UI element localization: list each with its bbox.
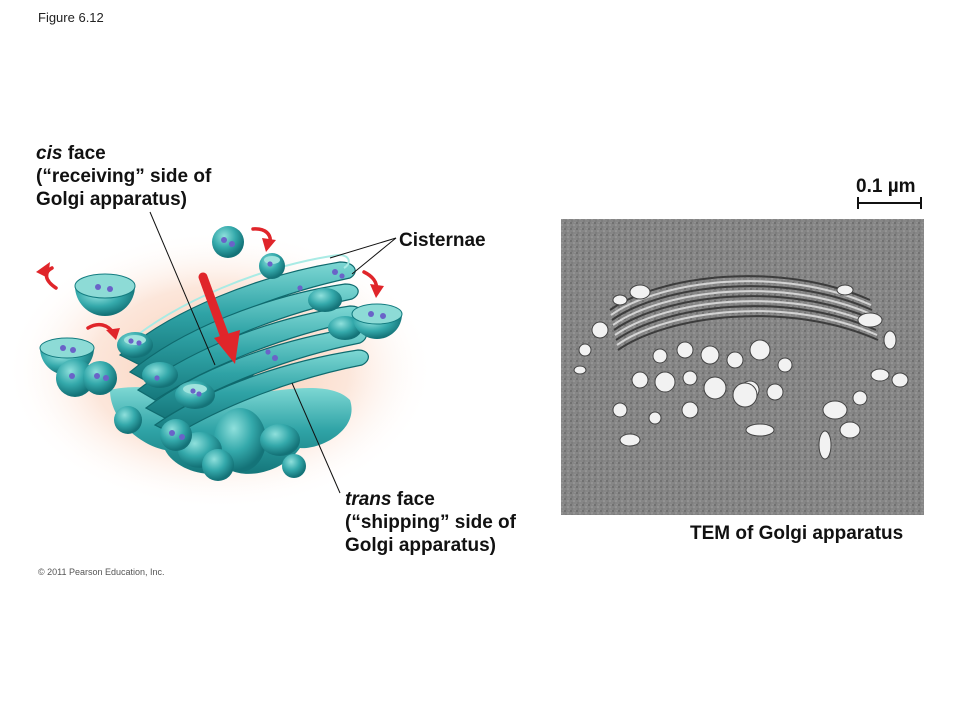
tem-caption: TEM of Golgi apparatus <box>690 523 904 544</box>
leader-lines <box>149 211 397 494</box>
trans-face-label-italic: trans <box>345 489 392 510</box>
trans-face-label-rest: face <box>391 489 435 510</box>
cisternae-stack <box>118 253 369 436</box>
copyright-notice: © 2011 Pearson Education, Inc. <box>38 567 165 577</box>
scale-bar-label: 0.1 µm <box>856 176 916 197</box>
trans-face-label-line2: (“shipping” side of <box>345 512 516 533</box>
cis-face-label-italic: cis <box>36 143 63 164</box>
scale-bar <box>857 197 922 209</box>
trans-face-label-line3: Golgi apparatus) <box>345 535 496 556</box>
cis-leader-line <box>149 211 216 366</box>
cis-face-label: cis face (“receiving” side of Golgi appa… <box>36 142 211 211</box>
cisternae-leader-line-1 <box>329 237 397 259</box>
cisternae-label: Cisternae <box>399 230 486 251</box>
tem-micrograph <box>561 219 924 515</box>
transport-vesicles <box>39 226 403 481</box>
trans-leader-line <box>291 382 341 494</box>
figure-number: Figure 6.12 <box>38 10 104 25</box>
vesicle-movement-arrows <box>36 227 384 340</box>
cis-face-label-line3: Golgi apparatus) <box>36 189 187 210</box>
golgi-body <box>110 253 369 474</box>
trans-face-label: trans face (“shipping” side of Golgi app… <box>345 488 516 557</box>
cis-face-label-line2: (“receiving” side of <box>36 166 212 187</box>
cis-face-label-rest: face <box>62 143 106 164</box>
cis-to-trans-arrow <box>198 272 240 364</box>
cisternae-leader-line-2 <box>351 237 397 275</box>
